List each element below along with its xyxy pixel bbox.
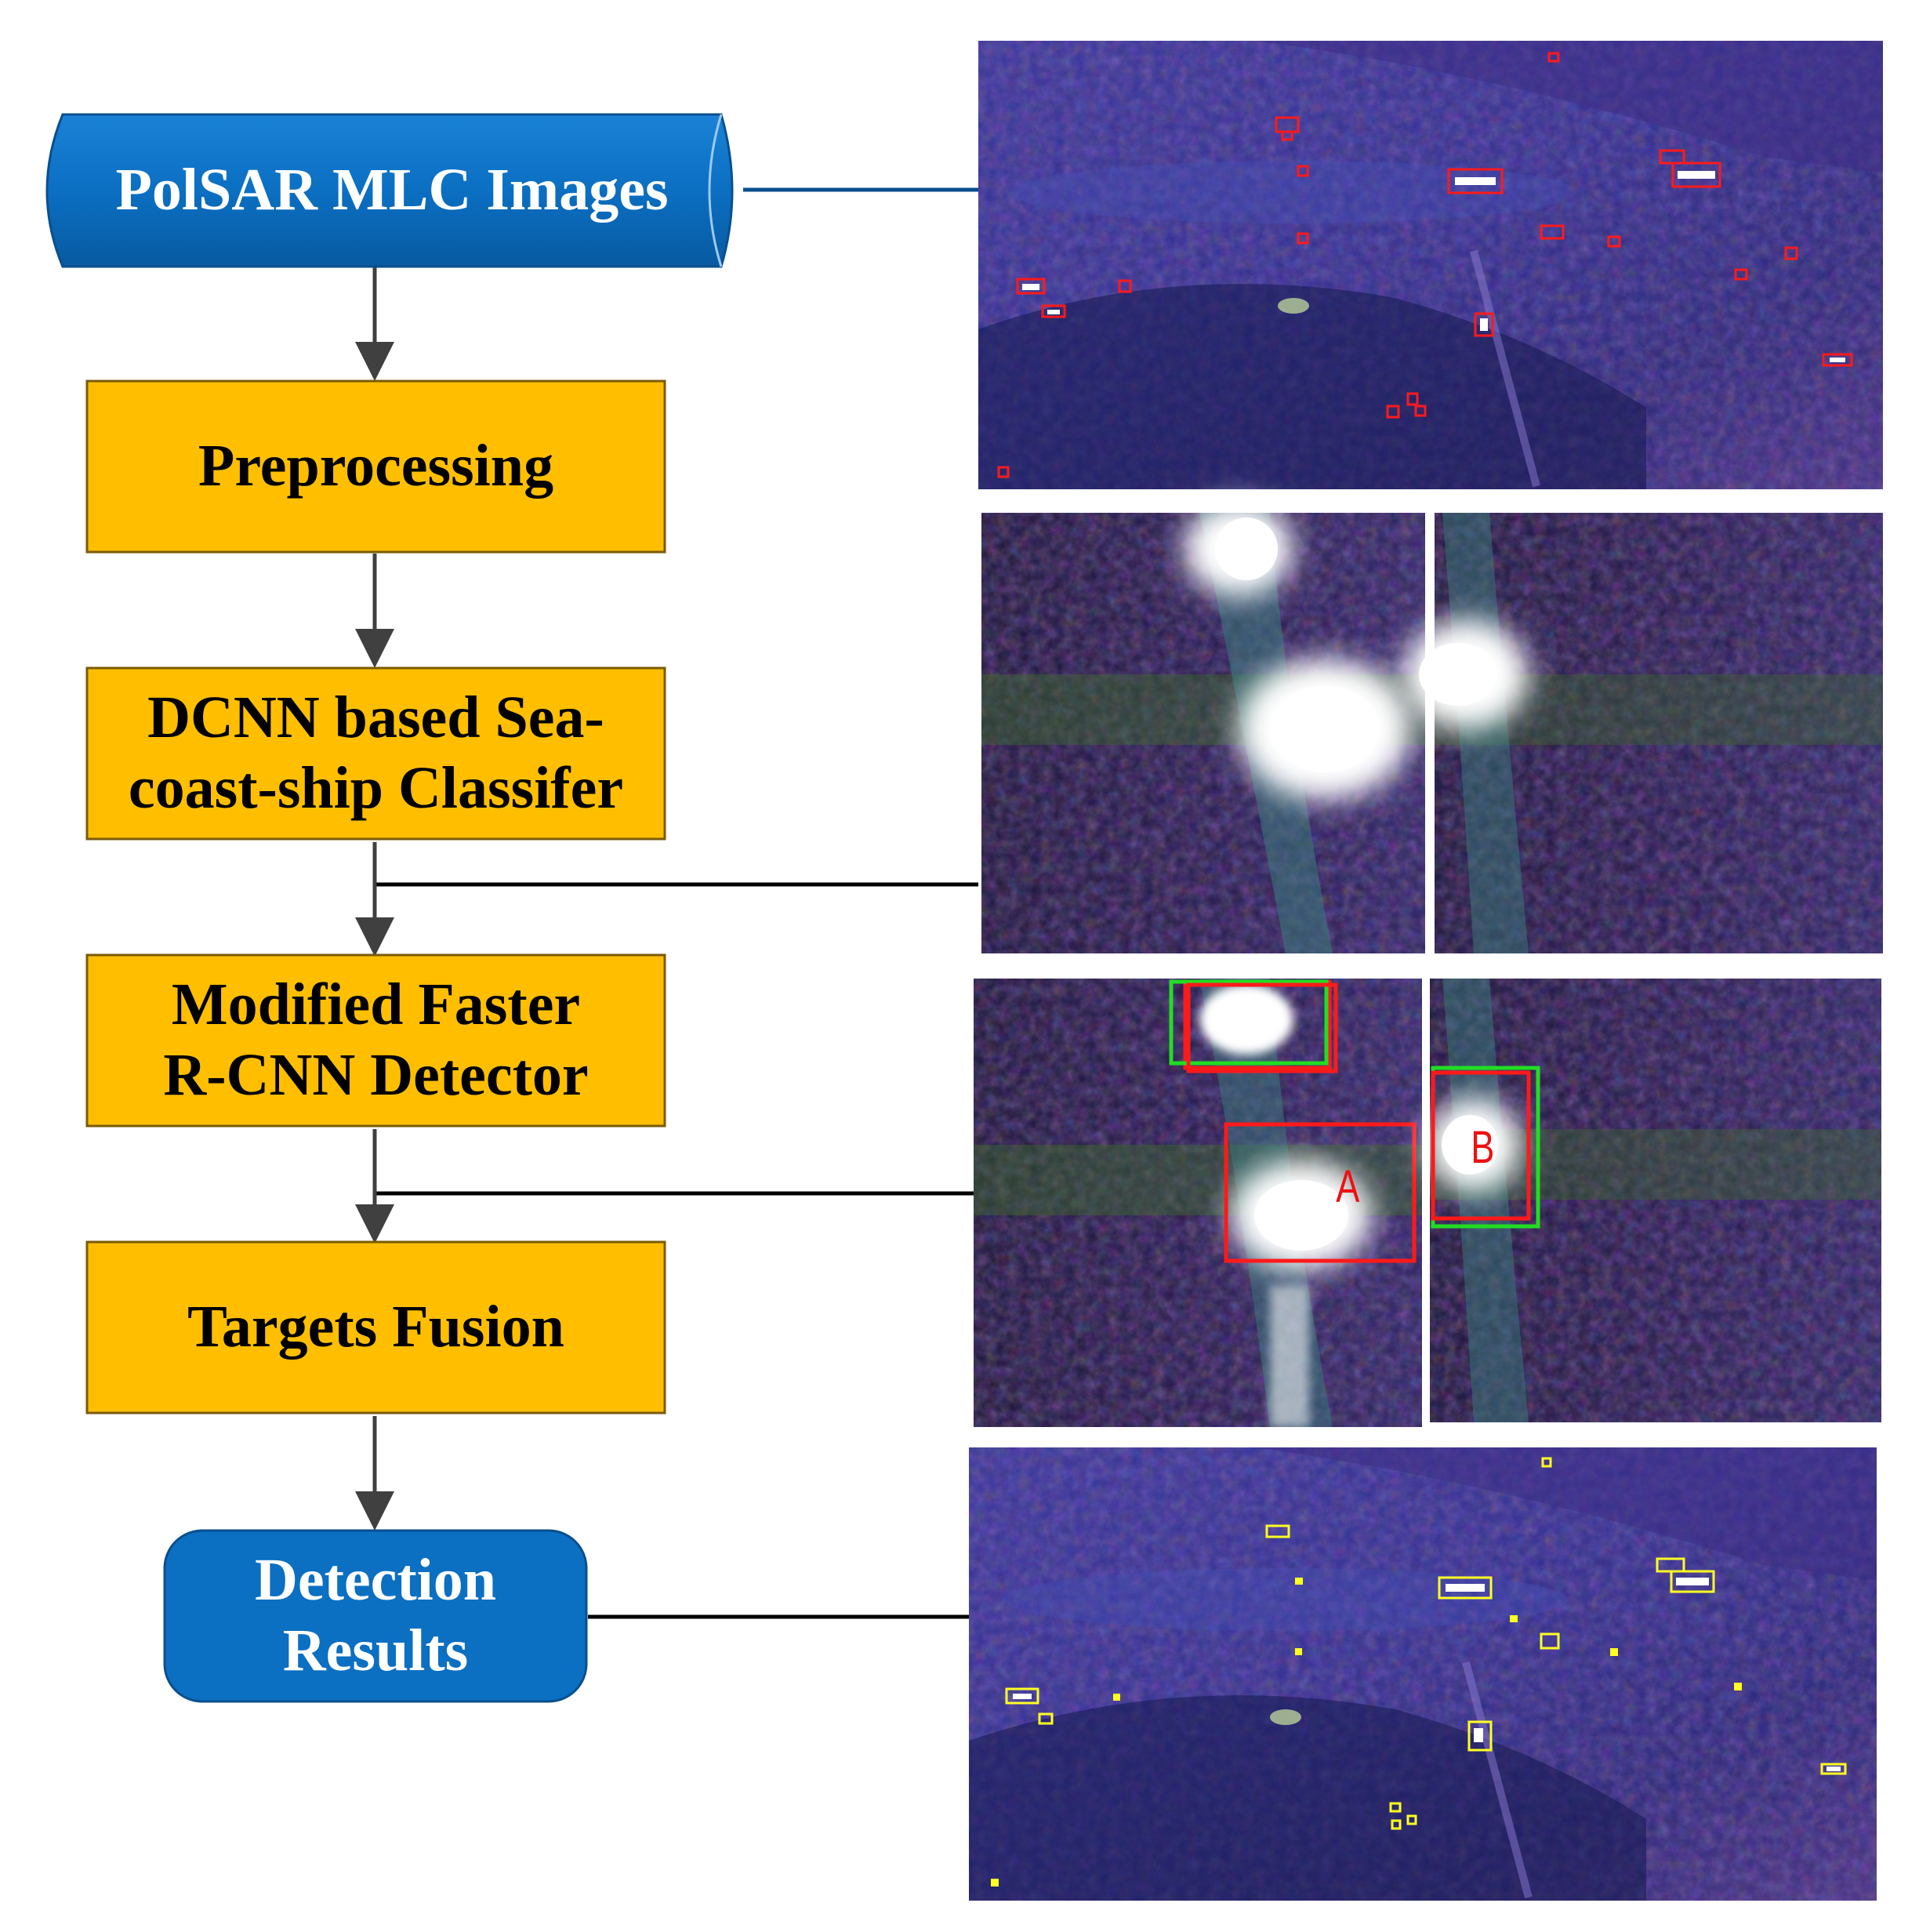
result-yellow-boxes bbox=[1005, 1457, 1847, 1830]
output-label: Detection Results bbox=[254, 1547, 497, 1683]
process-boxes bbox=[85, 380, 666, 1414]
detection-label-b: B bbox=[1471, 1122, 1495, 1173]
classifier-patch-right bbox=[1403, 513, 1883, 953]
input-bright-targets bbox=[1022, 171, 1845, 362]
detector-patch-left bbox=[974, 979, 1422, 1427]
fusion-label: Targets Fusion bbox=[187, 1294, 564, 1360]
detector-box bbox=[85, 953, 666, 1128]
detector-box-b bbox=[1431, 1070, 1531, 1221]
input-data-shape bbox=[45, 113, 734, 268]
preprocessing-label: Preprocessing bbox=[198, 433, 554, 499]
output-terminal-shape bbox=[163, 1529, 588, 1703]
detector-box-a bbox=[1224, 1122, 1417, 1263]
fusion-box bbox=[85, 1240, 666, 1414]
detector-box-green-top bbox=[1169, 979, 1329, 1066]
classifier-label: DCNN based Sea- coast-ship Classifer bbox=[128, 685, 624, 821]
classifier-box bbox=[85, 666, 666, 841]
result-yellow-dots bbox=[991, 1578, 1742, 1887]
classifier-patches bbox=[981, 502, 1883, 953]
input-red-boxes bbox=[997, 52, 1853, 478]
detector-label: Modified Faster R-CNN Detector bbox=[163, 971, 589, 1108]
detection-label-a: A bbox=[1336, 1161, 1360, 1212]
connector-lines bbox=[375, 187, 978, 1619]
detector-patch-right bbox=[1427, 979, 1881, 1422]
input-scene-image bbox=[978, 41, 1883, 489]
result-scene-image bbox=[969, 1447, 1877, 1901]
input-label: PolSAR MLC Images bbox=[115, 157, 669, 223]
result-bright-targets bbox=[1013, 1578, 1841, 1771]
classifier-patch-left bbox=[981, 502, 1425, 953]
preprocessing-box bbox=[85, 380, 666, 554]
detector-patches bbox=[974, 979, 1881, 1427]
